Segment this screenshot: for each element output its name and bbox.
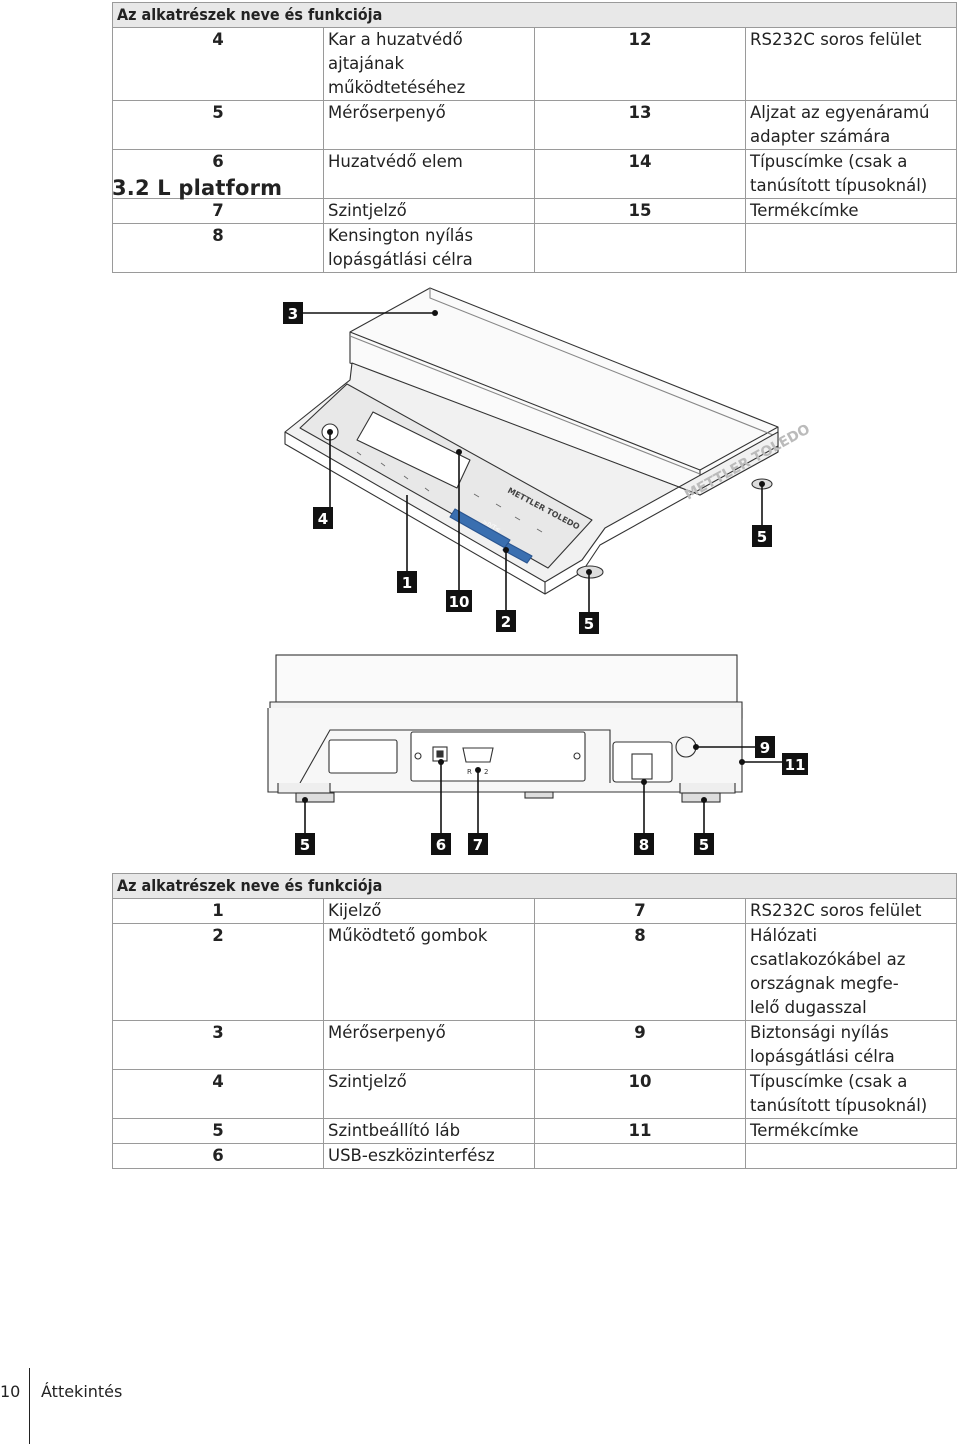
part-name: Szintjelző <box>323 1069 535 1119</box>
svg-text:5: 5 <box>300 836 310 854</box>
part-name: Hálózati csatlakozókábel az országnak me… <box>745 923 957 1021</box>
footer-section-title: Áttekintés <box>41 1382 123 1401</box>
part-number: 8 <box>112 223 324 273</box>
part-number: 8 <box>534 923 746 1021</box>
table-header: Az alkatrészek neve és funkciója <box>112 2 957 28</box>
callout-5: 5 <box>295 833 315 855</box>
leveling-foot <box>295 792 335 803</box>
part-name: Aljzat az egyenáramú adapter számára <box>745 100 957 150</box>
part-number: 7 <box>534 898 746 924</box>
svg-text:7: 7 <box>473 836 483 854</box>
svg-text:5: 5 <box>699 836 709 854</box>
svg-text:6: 6 <box>436 836 446 854</box>
table-header: Az alkatrészek neve és funkciója <box>112 873 957 899</box>
part-name: Működtető gombok <box>323 923 535 1021</box>
part-number: 5 <box>112 100 324 150</box>
callout-6: 6 <box>431 833 451 855</box>
table-row: 3 Mérőserpenyő 9 Biztonsági nyílás lopás… <box>112 1020 957 1070</box>
rs-port-label: R <box>467 768 472 776</box>
power-socket <box>631 753 653 780</box>
part-number: 11 <box>534 1118 746 1144</box>
table-row: 5 Mérőserpenyő 13 Aljzat az egyenáramú a… <box>112 100 957 150</box>
part-number: 3 <box>112 1020 324 1070</box>
svg-text:8: 8 <box>639 836 649 854</box>
callout-7: 7 <box>468 833 488 855</box>
svg-text:5: 5 <box>757 528 767 546</box>
rs-port-label-2: 2 <box>484 768 488 776</box>
part-number: 12 <box>534 27 746 101</box>
balance-illustration: METTLER TOLEDO METTLER TOLEDO >0/T< R 2 <box>267 287 813 855</box>
part-name: Biztonsági nyílás lopásgátlási célra <box>745 1020 957 1070</box>
part-name: Kar a huzatvédő ajtajának működtetéséhez <box>323 27 535 101</box>
callout-5: 5 <box>752 525 772 547</box>
table-row: 1 Kijelző 7 RS232C soros felület <box>112 898 957 924</box>
part-number: 10 <box>534 1069 746 1119</box>
svg-text:4: 4 <box>318 510 328 528</box>
callout-11: 11 <box>782 753 808 775</box>
rear-pan <box>275 654 738 703</box>
cover-plate <box>328 739 398 774</box>
svg-text:10: 10 <box>449 593 470 611</box>
part-number: 5 <box>112 1118 324 1144</box>
part-name: RS232C soros felület <box>745 27 957 101</box>
part-number <box>534 1143 746 1169</box>
table-row: 7 Szintjelző 15 Termékcímke <box>112 198 957 224</box>
table-row: 4 Kar a huzatvédő ajtajának működtetéséh… <box>112 27 957 101</box>
part-name: Típuscímke (csak a tanúsított típusoknál… <box>745 1069 957 1119</box>
callout-5: 5 <box>579 612 599 634</box>
part-name: RS232C soros felület <box>745 898 957 924</box>
part-name <box>745 223 957 273</box>
table-row: 5 Szintbeállító láb 11 Termékcímke <box>112 1118 957 1144</box>
part-name: Kensington nyílás lopásgátlási célra <box>323 223 535 273</box>
callout-8: 8 <box>634 833 654 855</box>
svg-text:11: 11 <box>785 756 806 774</box>
part-name: Termékcímke <box>745 198 957 224</box>
part-number: 4 <box>112 1069 324 1119</box>
leveling-foot <box>681 792 721 803</box>
callout-4: 4 <box>313 507 333 529</box>
callout-2: 2 <box>496 610 516 632</box>
footer-divider <box>29 1368 30 1444</box>
svg-text:3: 3 <box>288 305 298 323</box>
part-number: 13 <box>534 100 746 150</box>
part-number: 14 <box>534 149 746 199</box>
part-name: Szintbeállító láb <box>323 1118 535 1144</box>
page-number: 10 <box>0 1382 21 1401</box>
part-number: 4 <box>112 27 324 101</box>
callout-1: 1 <box>397 571 417 593</box>
svg-text:9: 9 <box>760 739 770 757</box>
rs232-port <box>462 747 494 763</box>
part-name: Mérőserpenyő <box>323 100 535 150</box>
table-row: 2 Működtető gombok 8 Hálózati csatlakozó… <box>112 923 957 1021</box>
part-name: Mérőserpenyő <box>323 1020 535 1070</box>
table-row: 6 USB-eszközinterfész <box>112 1143 957 1169</box>
table-row: 4 Szintjelző 10 Típuscímke (csak a tanús… <box>112 1069 957 1119</box>
interface-plate <box>410 731 586 782</box>
part-number: 6 <box>112 1143 324 1169</box>
part-name: Termékcímke <box>745 1118 957 1144</box>
part-name: USB-eszközinterfész <box>323 1143 535 1169</box>
parts-table-top: Az alkatrészek neve és funkciója 4 Kar a… <box>112 2 957 273</box>
svg-text:5: 5 <box>584 615 594 633</box>
table-row: 8 Kensington nyílás lopásgátlási célra <box>112 223 957 273</box>
part-name: Kijelző <box>323 898 535 924</box>
svg-text:2: 2 <box>501 613 511 631</box>
part-name-line: lelő dugasszal <box>750 998 867 1017</box>
part-number: 1 <box>112 898 324 924</box>
callout-3: 3 <box>283 302 303 324</box>
callout-9: 9 <box>755 736 775 758</box>
section-title: 3.2 L platform <box>112 176 283 200</box>
parts-table-bottom: Az alkatrészek neve és funkciója 1 Kijel… <box>112 873 957 1169</box>
part-name <box>745 1143 957 1169</box>
callout-10: 10 <box>446 590 472 612</box>
callout-5: 5 <box>694 833 714 855</box>
part-number: 2 <box>112 923 324 1021</box>
part-number: 9 <box>534 1020 746 1070</box>
part-name: Szintjelző <box>323 198 535 224</box>
part-name-line: Hálózati csatlakozókábel az országnak me… <box>750 926 906 993</box>
display <box>356 411 471 489</box>
svg-text:1: 1 <box>402 574 412 592</box>
